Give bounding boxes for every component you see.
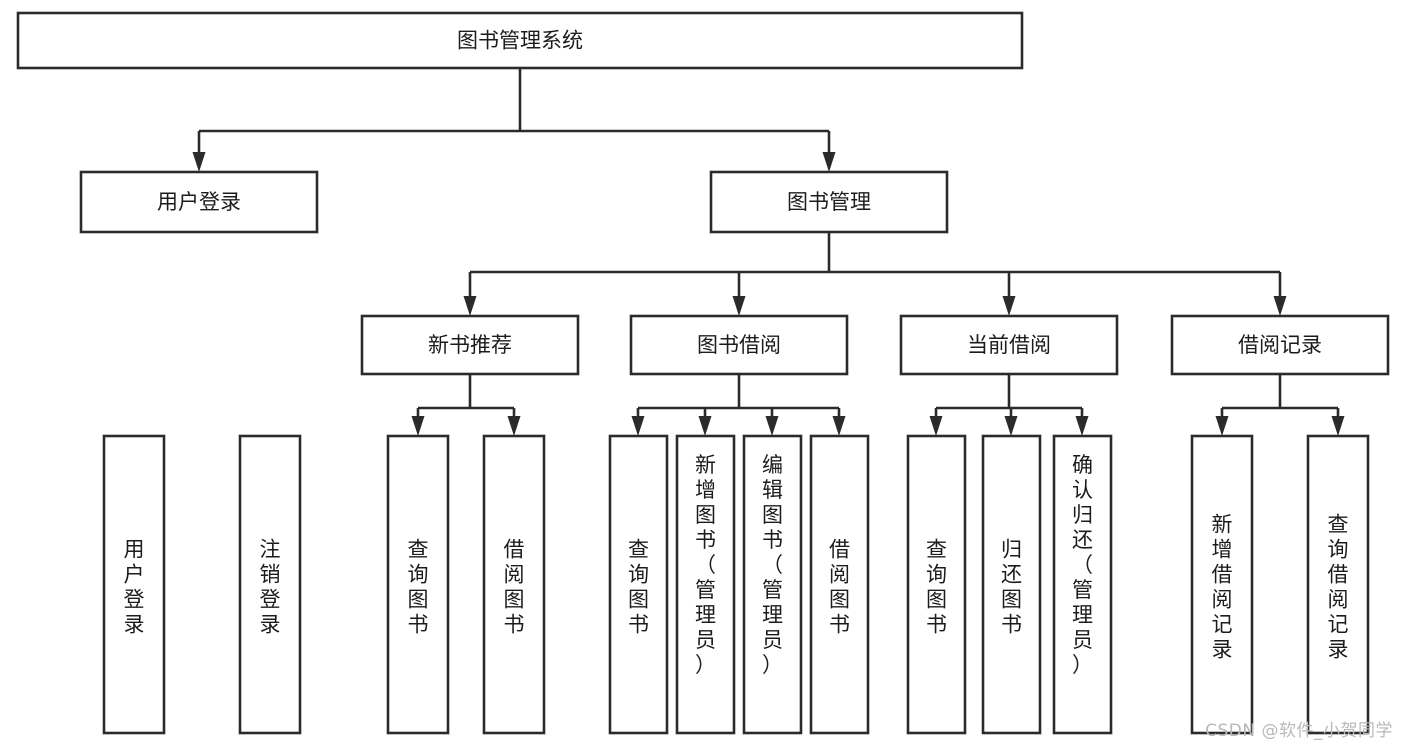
arrow-head-icon — [698, 416, 712, 436]
arrow-head-icon — [1075, 416, 1089, 436]
csdn-watermark: CSDN @软件_小贺同学 — [1205, 721, 1393, 741]
node-label: 归还图书 — [1001, 538, 1022, 637]
arrow-head-icon — [1273, 296, 1287, 316]
node-box — [1190, 434, 1254, 735]
node-box — [1306, 434, 1370, 735]
arrow-head-icon — [822, 152, 836, 172]
node-label: 新增借阅记录 — [1212, 513, 1233, 662]
node-box — [899, 314, 1119, 376]
node-label: 编辑图书（管理员） — [762, 453, 783, 677]
node-leaf-add-book[interactable]: 新增图书（管理员） — [675, 434, 736, 735]
connector-group-current-borrow — [929, 374, 1089, 436]
arrow-head-icon — [1215, 416, 1229, 436]
node-label: 新增图书（管理员） — [695, 453, 716, 677]
node-box — [1052, 434, 1113, 735]
node-box — [102, 434, 166, 735]
node-leaf-user-logout[interactable]: 注销登录 — [238, 434, 302, 735]
node-box — [629, 314, 849, 376]
node-box — [809, 434, 870, 735]
arrow-head-icon — [929, 416, 943, 436]
arrow-head-icon — [411, 416, 425, 436]
node-box — [675, 434, 736, 735]
node-label: 用户登录 — [157, 190, 241, 214]
arrow-head-icon — [192, 152, 206, 172]
node-label: 注销登录 — [260, 538, 281, 637]
arrow-head-icon — [631, 416, 645, 436]
node-label: 借阅记录 — [1238, 333, 1322, 357]
arrow-head-icon — [765, 416, 779, 436]
node-leaf-query-book-1[interactable]: 查询图书 — [386, 434, 450, 735]
node-label: 查询图书 — [408, 538, 429, 637]
node-leaf-query-book-3[interactable]: 查询图书 — [906, 434, 967, 735]
node-label: 新书推荐 — [428, 333, 512, 357]
node-label: 图书借阅 — [697, 333, 781, 357]
arrow-head-icon — [732, 296, 746, 316]
node-label: 借阅图书 — [829, 538, 850, 637]
arrow-head-icon — [1331, 416, 1345, 436]
node-label: 查询借阅记录 — [1328, 513, 1349, 662]
node-box — [238, 434, 302, 735]
arrow-head-icon — [463, 296, 477, 316]
node-label: 查询图书 — [628, 538, 649, 637]
node-leaf-edit-book[interactable]: 编辑图书（管理员） — [742, 434, 803, 735]
arrow-head-icon — [1002, 296, 1016, 316]
connector-group-borrow-record — [1215, 374, 1345, 436]
node-box — [482, 434, 546, 735]
node-box — [742, 434, 803, 735]
node-label: 查询图书 — [926, 538, 947, 637]
arrow-head-icon — [832, 416, 846, 436]
node-box — [906, 434, 967, 735]
arrow-head-icon — [1004, 416, 1018, 436]
connector-group-book-manage — [463, 232, 1287, 316]
connector-group-new-book-rec — [411, 374, 521, 436]
node-user-login[interactable]: 用户登录 — [79, 170, 319, 234]
node-box — [79, 170, 319, 234]
node-leaf-user-login[interactable]: 用户登录 — [102, 434, 166, 735]
node-new-book-rec[interactable]: 新书推荐 — [360, 314, 580, 376]
node-label: 借阅图书 — [504, 538, 525, 637]
node-box — [386, 434, 450, 735]
node-leaf-borrow-book-1[interactable]: 借阅图书 — [482, 434, 546, 735]
node-leaf-return-book[interactable]: 归还图书 — [981, 434, 1042, 735]
node-leaf-query-book-2[interactable]: 查询图书 — [608, 434, 669, 735]
node-book-borrow[interactable]: 图书借阅 — [629, 314, 849, 376]
node-box — [16, 11, 1024, 70]
nodes-layer: 图书管理系统用户登录图书管理新书推荐图书借阅当前借阅借阅记录用户登录注销登录查询… — [16, 11, 1390, 735]
node-label: 确认归还（管理员） — [1072, 453, 1093, 677]
node-box — [360, 314, 580, 376]
node-borrow-record[interactable]: 借阅记录 — [1170, 314, 1390, 376]
connector-group-book-borrow — [631, 374, 846, 436]
node-leaf-borrow-book-2[interactable]: 借阅图书 — [809, 434, 870, 735]
node-leaf-add-record[interactable]: 新增借阅记录 — [1190, 434, 1254, 735]
node-current-borrow[interactable]: 当前借阅 — [899, 314, 1119, 376]
arrow-head-icon — [507, 416, 521, 436]
node-book-manage[interactable]: 图书管理 — [709, 170, 949, 234]
node-label: 用户登录 — [124, 538, 145, 637]
node-root[interactable]: 图书管理系统 — [16, 11, 1024, 70]
connectors-layer — [192, 68, 1345, 436]
node-leaf-query-record[interactable]: 查询借阅记录 — [1306, 434, 1370, 735]
node-label: 当前借阅 — [967, 333, 1051, 357]
node-leaf-confirm-return[interactable]: 确认归还（管理员） — [1052, 434, 1113, 735]
node-label: 图书管理系统 — [457, 29, 583, 53]
node-box — [709, 170, 949, 234]
node-box — [608, 434, 669, 735]
node-box — [1170, 314, 1390, 376]
node-box — [981, 434, 1042, 735]
connector-group-root — [192, 68, 836, 172]
node-label: 图书管理 — [787, 190, 871, 214]
